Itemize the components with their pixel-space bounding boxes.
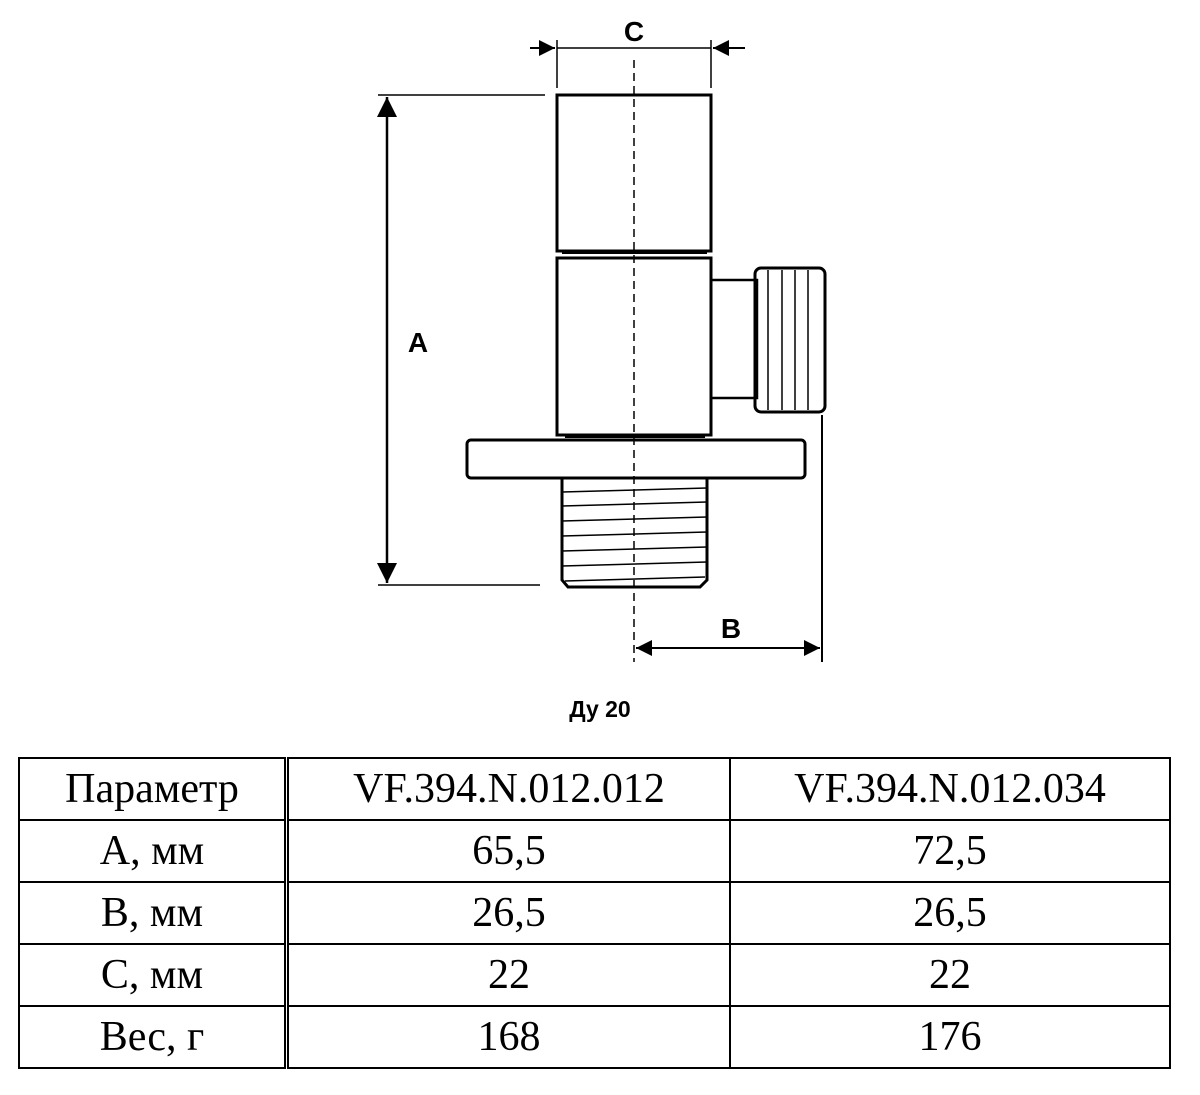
table-row: A, мм 65,5 72,5 bbox=[18, 819, 1171, 883]
valve-drawing: A C B bbox=[377, 16, 827, 662]
table-cell: C, мм bbox=[18, 943, 289, 1007]
caption: Ду 20 bbox=[569, 696, 631, 722]
table-header-row: Параметр VF.394.N.012.012 VF.394.N.012.0… bbox=[18, 757, 1171, 821]
table-cell: 22 bbox=[729, 943, 1171, 1007]
dimension-a-label: A bbox=[408, 327, 428, 358]
table-row: C, мм 22 22 bbox=[18, 943, 1171, 1007]
table-row: Вес, г 168 176 bbox=[18, 1005, 1171, 1069]
header-cell: VF.394.N.012.012 bbox=[285, 757, 731, 821]
header-cell: Параметр bbox=[18, 757, 289, 821]
table-cell: 26,5 bbox=[285, 881, 731, 945]
table-cell: 65,5 bbox=[285, 819, 731, 883]
table-row: B, мм 26,5 26,5 bbox=[18, 881, 1171, 945]
table-cell: 22 bbox=[285, 943, 731, 1007]
table-cell: 168 bbox=[285, 1005, 731, 1069]
thread bbox=[560, 478, 709, 589]
spec-table: Параметр VF.394.N.012.012 VF.394.N.012.0… bbox=[18, 757, 1171, 1069]
flange bbox=[465, 438, 807, 480]
table-cell: A, мм bbox=[18, 819, 289, 883]
dimension-b-label: B bbox=[721, 613, 741, 644]
knurled-nut bbox=[753, 266, 827, 414]
side-outlet bbox=[709, 278, 759, 400]
table-cell: B, мм bbox=[18, 881, 289, 945]
table-cell: Вес, г bbox=[18, 1005, 289, 1069]
table-cell: 72,5 bbox=[729, 819, 1171, 883]
valve-cap bbox=[555, 93, 713, 253]
header-cell: VF.394.N.012.034 bbox=[729, 757, 1171, 821]
table-cell: 26,5 bbox=[729, 881, 1171, 945]
table-cell: 176 bbox=[729, 1005, 1171, 1069]
dimension-c-label: C bbox=[624, 16, 644, 47]
